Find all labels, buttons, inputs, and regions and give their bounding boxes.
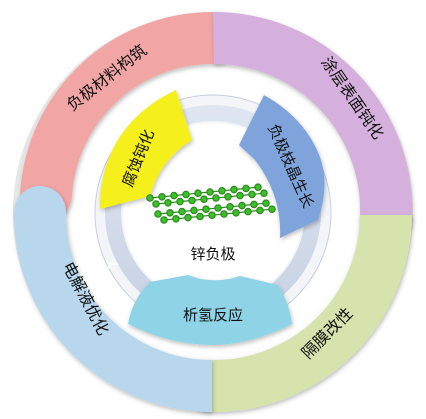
lattice-atom bbox=[262, 199, 270, 208]
lattice-atom bbox=[172, 215, 180, 223]
lattice-atom bbox=[176, 197, 184, 206]
lattice-atom bbox=[260, 189, 268, 198]
lattice-atom bbox=[158, 193, 166, 201]
lattice-atom bbox=[178, 207, 186, 216]
lattice-atom bbox=[190, 206, 198, 215]
outer-segment-separator bbox=[184, 215, 412, 413]
outer-segment-anode-design bbox=[20, 11, 240, 221]
inner-segment-dendrite bbox=[239, 95, 325, 238]
inner-segment-corrosion bbox=[99, 90, 192, 209]
lattice-atom bbox=[232, 209, 240, 217]
graphene-lattice-icon bbox=[146, 183, 276, 224]
outer-segment-coating bbox=[213, 11, 413, 243]
lattice-atom bbox=[166, 209, 174, 217]
lattice-atom bbox=[254, 183, 262, 192]
lattice-atom bbox=[226, 203, 234, 211]
lattice-atom bbox=[202, 205, 210, 214]
lattice-atom bbox=[248, 190, 256, 199]
lattice-atom bbox=[230, 185, 238, 194]
lattice-atom bbox=[208, 211, 216, 220]
lattice-atom bbox=[206, 188, 214, 196]
lattice-atom bbox=[146, 194, 154, 202]
inner-segment-hydrogen bbox=[128, 275, 292, 345]
lattice-atom bbox=[214, 204, 222, 212]
lattice-atom bbox=[170, 191, 178, 200]
inner-label-hydrogen: 析氢反应 bbox=[183, 306, 243, 324]
lattice-atom bbox=[196, 212, 204, 221]
lattice-atom bbox=[242, 184, 250, 193]
lattice-atom bbox=[182, 190, 190, 199]
lattice-atom bbox=[188, 196, 196, 205]
lattice-atom bbox=[250, 200, 258, 209]
lattice-atom bbox=[160, 216, 168, 224]
lattice-atom bbox=[218, 187, 226, 195]
lattice-atom bbox=[184, 213, 192, 222]
lattice-atom bbox=[194, 189, 202, 198]
lattice-atom bbox=[164, 199, 172, 207]
center-label: 锌负极 bbox=[190, 245, 235, 263]
lattice-atom bbox=[220, 210, 228, 218]
lattice-atom bbox=[200, 195, 208, 204]
outer-segment-electrolyte bbox=[14, 186, 212, 412]
lattice-atom bbox=[224, 193, 232, 201]
lattice-atom bbox=[212, 194, 220, 202]
lattice-atom bbox=[152, 200, 160, 208]
lattice-atom bbox=[154, 210, 162, 218]
lattice-atom bbox=[236, 191, 244, 200]
lattice-atom bbox=[256, 206, 264, 215]
lattice-atom bbox=[244, 207, 252, 216]
lattice-atom bbox=[238, 201, 246, 210]
lattice-atom bbox=[268, 205, 276, 214]
